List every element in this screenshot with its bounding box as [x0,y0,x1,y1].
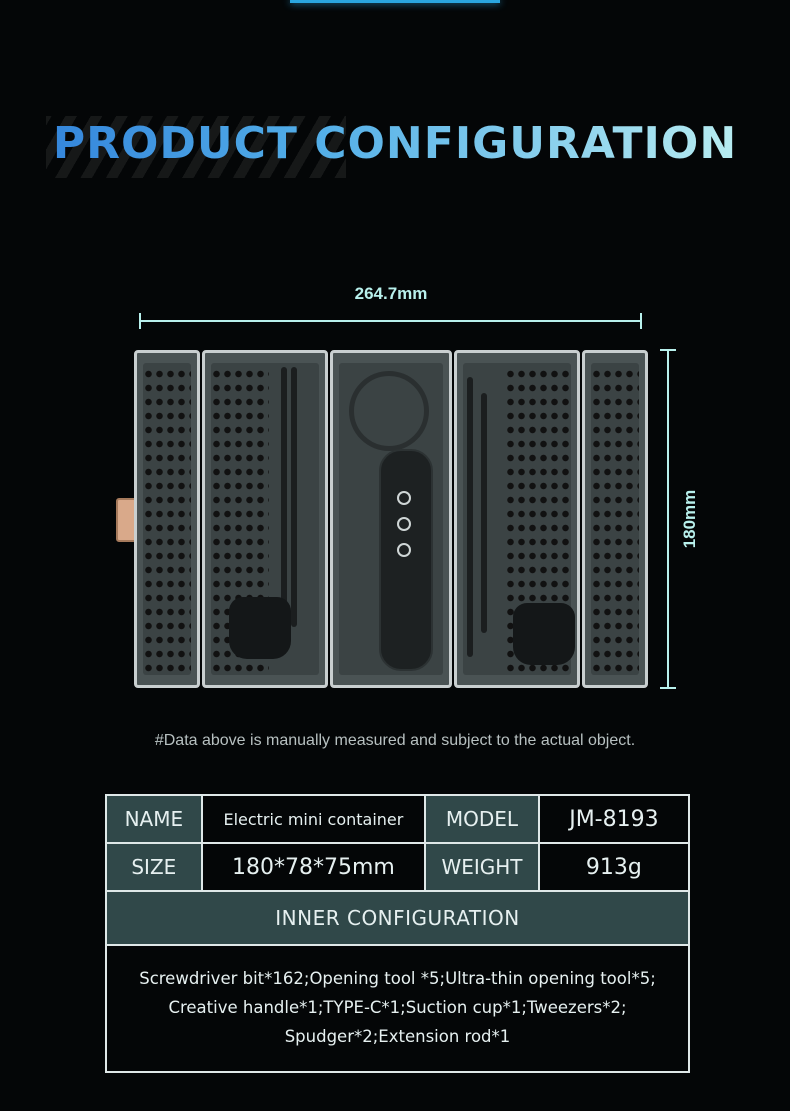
electric-screwdriver [379,449,433,671]
height-dimension-tick-bottom [660,687,676,689]
inner-configuration-heading: INNER CONFIGURATION [105,890,690,946]
table-row: NAME Electric mini container MODEL JM-81… [105,794,691,844]
spudger [481,393,487,633]
driver-button [397,543,411,557]
model-label: MODEL [424,794,540,844]
bit-array [591,367,639,675]
suction-cup [349,371,429,451]
bit-array [143,367,191,675]
driver-button [397,491,411,505]
width-dimension-label: 264.7mm [354,284,428,303]
case-panel-center [330,350,452,688]
case-panel-left [134,350,200,688]
table-row: Screwdriver bit*162;Opening tool *5;Ultr… [105,944,690,1073]
opening-pick [513,603,575,665]
table-row: INNER CONFIGURATION [105,890,690,946]
driver-button [397,517,411,531]
case-panel-left-center [202,350,328,688]
size-label: SIZE [105,842,203,892]
width-dimension-tick-left [139,313,141,329]
table-row: SIZE 180*78*75mm WEIGHT 913g [105,842,691,892]
title-stripes-decoration [46,116,346,178]
model-value: JM-8193 [537,794,691,844]
height-dimension-line [667,350,669,688]
opening-pick [229,597,291,659]
tweezers [291,367,297,627]
width-dimension-tick-right [640,313,642,329]
configuration-table: NAME Electric mini container MODEL JM-81… [105,794,691,1073]
extension-rod [467,377,473,657]
product-image [116,350,648,688]
inner-configuration-line: Creative handle*1;TYPE-C*1;Suction cup*1… [168,998,627,1017]
weight-label: WEIGHT [424,842,540,892]
tweezers [281,367,287,627]
width-dimension-line [140,320,642,322]
inner-configuration-line: Spudger*2;Extension rod*1 [284,1027,511,1046]
page-title: PRODUCT CONFIGURATION [0,118,790,169]
case-panel-right-center [454,350,580,688]
weight-value: 913g [537,842,691,892]
height-dimension-tick-top [660,349,676,351]
inner-configuration-content: Screwdriver bit*162;Opening tool *5;Ultr… [105,944,690,1073]
height-dimension-label: 180mm [680,489,699,549]
name-label: NAME [105,794,203,844]
case-panel-right [582,350,648,688]
top-glow-bar [290,0,500,3]
measurement-note: #Data above is manually measured and sub… [154,732,636,749]
size-value: 180*78*75mm [200,842,427,892]
inner-configuration-line: Screwdriver bit*162;Opening tool *5;Ultr… [139,969,656,988]
name-value: Electric mini container [200,794,427,844]
